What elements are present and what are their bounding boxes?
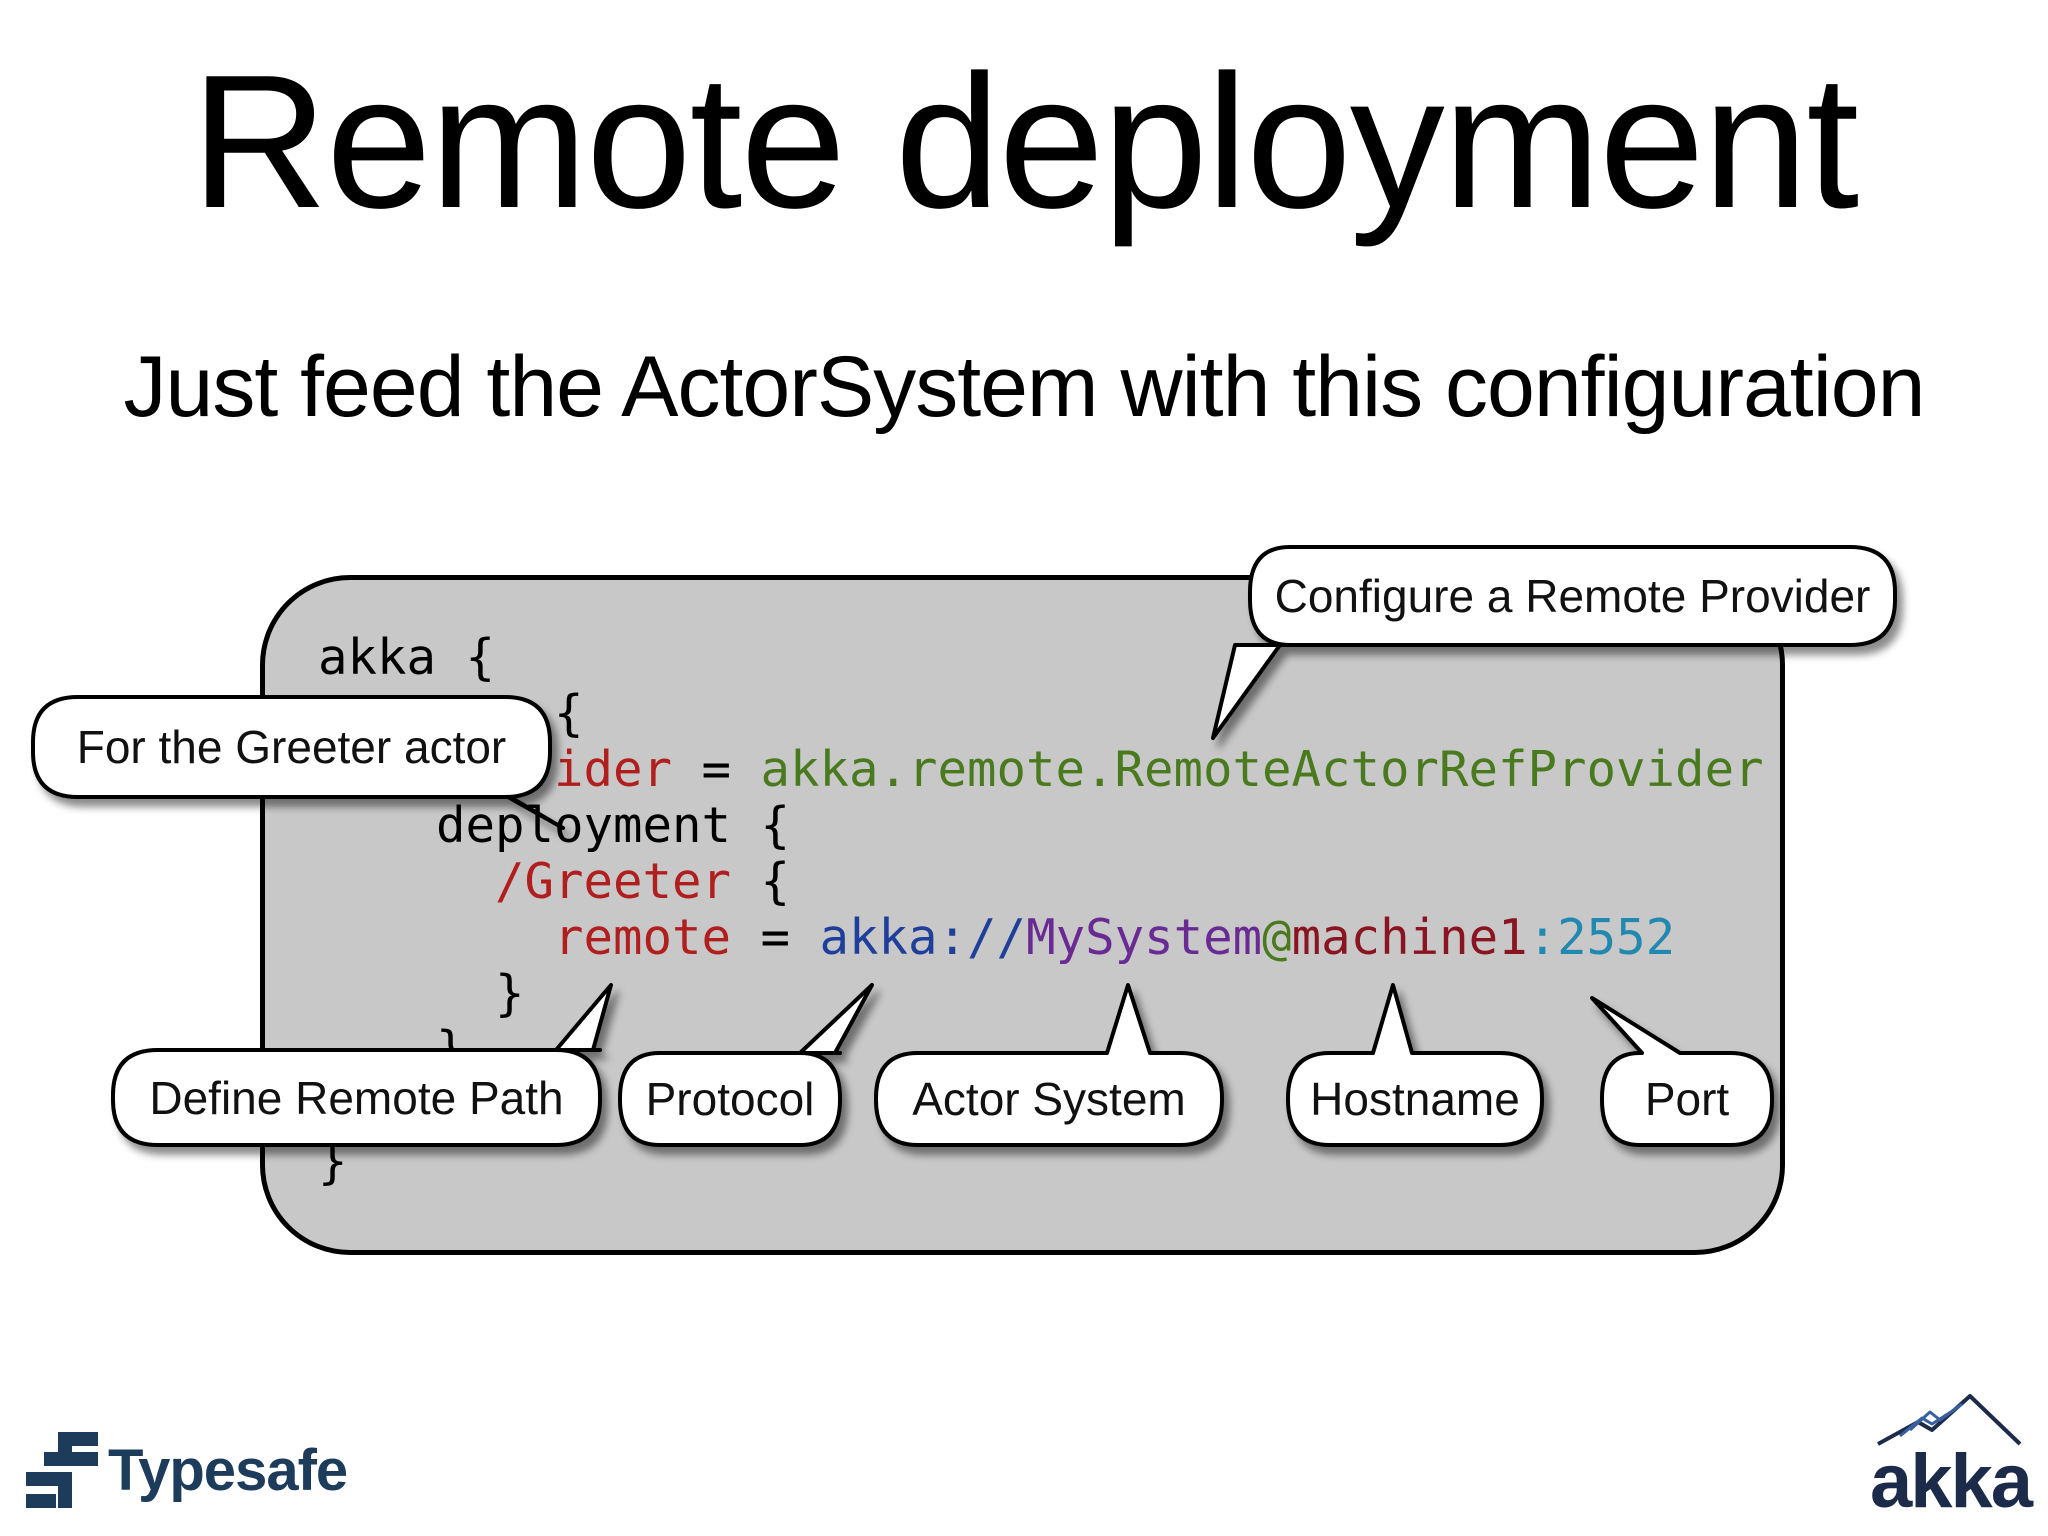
code-line-4: deployment { — [436, 797, 791, 854]
callout-system-bubble — [874, 983, 1224, 1147]
callout-system-label: Actor System — [912, 1073, 1186, 1125]
code-line-7: } — [495, 965, 525, 1022]
akka-logo: akka — [1870, 1390, 2033, 1530]
callout-port-label: Port — [1644, 1073, 1730, 1125]
callout-protocol-bubble — [618, 983, 874, 1147]
callout-path-bubble — [111, 983, 613, 1147]
typesafe-logo: Typesafe — [24, 1430, 348, 1510]
callout-greeter-label: For the Greeter actor — [76, 721, 507, 773]
akka-wordmark: akka — [1870, 1439, 2033, 1524]
callout-port-bubble — [1590, 996, 1774, 1147]
akka-mountains-icon — [1877, 1394, 2022, 1446]
code-line-5: /Greeter { — [495, 853, 791, 910]
code-line-1: akka { — [318, 629, 496, 686]
typesafe-mark-icon — [26, 1432, 98, 1508]
typesafe-wordmark: Typesafe — [108, 1437, 348, 1503]
callout-protocol-label: Protocol — [645, 1073, 815, 1125]
slide-title: Remote deployment — [190, 36, 1859, 248]
callout-path-label: Define Remote Path — [149, 1071, 564, 1124]
slide-subtitle: Just feed the ActorSystem with this conf… — [123, 339, 1926, 435]
callout-hostname-label: Hostname — [1310, 1073, 1520, 1125]
callout-hostname-bubble — [1286, 983, 1544, 1147]
code-line-6: remote = akka://MySystem@machine1:2552 — [554, 909, 1676, 966]
callout-greeter-bubble-body — [31, 695, 565, 830]
callout-provider-label: Configure a Remote Provider — [1274, 570, 1871, 622]
callout-provider-bubble — [1211, 545, 1897, 740]
